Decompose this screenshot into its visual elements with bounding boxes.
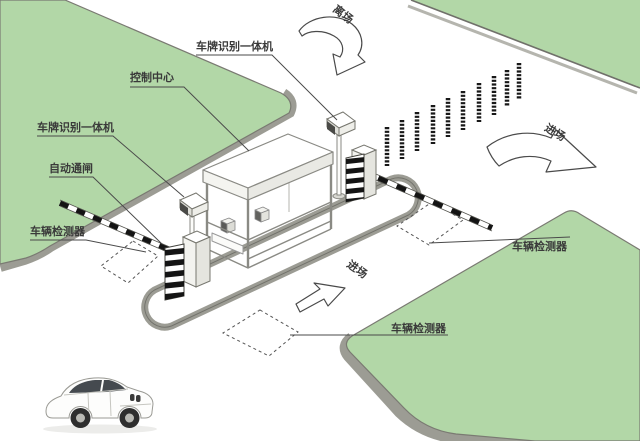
grass-top-right xyxy=(407,0,640,95)
label-control-center: 控制中心 xyxy=(130,71,174,84)
entry-barrier xyxy=(345,144,494,232)
camera-icon xyxy=(326,111,356,137)
barrier-arm xyxy=(58,199,174,255)
barrier-cabinet xyxy=(181,230,212,288)
exit-barrier xyxy=(58,199,212,301)
enter-arrow-right xyxy=(486,129,597,173)
grass-top-left xyxy=(0,0,292,265)
car-grille xyxy=(130,394,135,401)
exit-arrow xyxy=(298,16,366,76)
detector-loop-left xyxy=(100,240,159,284)
camera-icon xyxy=(179,192,209,218)
grass-bottom-right xyxy=(345,210,640,441)
entry-camera xyxy=(326,111,356,200)
label-vehicle-detector-bottom: 车辆检测器 xyxy=(391,322,446,335)
enter-arrow-center xyxy=(295,282,346,313)
direction-arrows xyxy=(295,16,597,313)
label-lpr-left: 车牌识别一体机 xyxy=(37,121,114,134)
detector-loop-bottom xyxy=(221,309,299,357)
label-vehicle-detector-right: 车辆检测器 xyxy=(512,240,567,253)
leader-lines xyxy=(30,54,571,336)
guard-booth xyxy=(202,133,334,269)
car xyxy=(43,377,157,434)
detector-loop-right xyxy=(396,201,464,246)
barrier-post xyxy=(164,243,185,301)
label-auto-barrier: 自动通闸 xyxy=(49,162,93,175)
bollard-row xyxy=(384,63,522,166)
detector-loops xyxy=(100,201,464,357)
car-windows xyxy=(69,380,126,393)
car-body xyxy=(45,377,154,419)
booth-desk xyxy=(211,232,244,255)
booth-equipment xyxy=(220,206,270,234)
label-vehicle-detector-left: 车辆检测器 xyxy=(30,225,85,238)
label-lpr-top: 车牌识别一体机 xyxy=(196,40,273,53)
barrier-post xyxy=(345,153,365,203)
